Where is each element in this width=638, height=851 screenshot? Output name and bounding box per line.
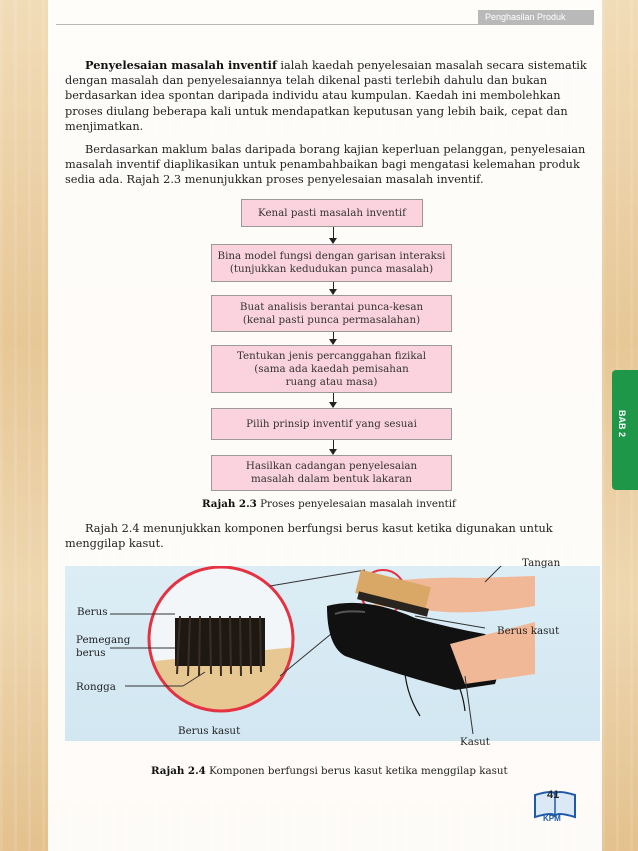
paragraph-1: Penyelesaian masalah inventif ialah kaed… [65,58,591,134]
page-number-badge: 41 KPM [531,787,579,829]
label-rongga: Rongga [76,681,116,693]
paragraph-2: Berdasarkan maklum balas daripada borang… [65,143,586,187]
flow-step-3: Buat analisis berantai punca-kesan (kena… [211,295,452,332]
flow-step-5: Pilih prinsip inventif yang sesuai [211,408,452,440]
zoom-ring [147,565,295,713]
label-kasut: Kasut [460,736,490,748]
figure-caption-2-4: Rajah 2.4 Komponen berfungsi berus kasut… [151,765,508,777]
paragraph-3: Rajah 2.4 menunjukkan komponen berfungsi… [65,522,553,551]
chapter-tab[interactable]: BAB 2 [612,370,638,490]
publisher-mark: KPM [543,814,561,823]
label-berus-kasut-zoom: Berus kasut [178,725,241,737]
section-header: Penghasilan Produk [478,10,594,25]
label-tangan: Tangan [522,557,561,569]
page-number: 41 [547,789,560,801]
term-bold: Penyelesaian masalah inventif [85,58,277,72]
flow-arrow [329,440,337,455]
label-berus-kasut: Berus kasut [497,625,560,637]
flow-step-4: Tentukan jenis percanggahan fizikal (sam… [211,345,452,393]
paragraph-1-text: ialah kaedah penyelesaian masalah secara… [65,59,587,133]
figure-caption-2-3: Rajah 2.3 Proses penyelesaian masalah in… [202,498,456,510]
book-icon [534,791,576,819]
flow-step-2: Bina model fungsi dengan garisan interak… [211,244,452,282]
header-rule [56,24,594,25]
brush-shoe-drawing [110,561,535,735]
zoom-circle-content [149,567,293,711]
label-berus: Berus [77,606,108,618]
flow-arrow [329,393,337,408]
flow-step-6: Hasilkan cadangan penyelesaian masalah d… [211,455,452,491]
flow-arrow [329,282,337,295]
brush-illustration [65,561,600,741]
label-pemegang-berus: Pemegang berus [76,634,131,659]
flow-arrow [329,227,337,244]
flow-step-1: Kenal pasti masalah inventif [241,199,423,227]
flow-arrow [329,332,337,345]
